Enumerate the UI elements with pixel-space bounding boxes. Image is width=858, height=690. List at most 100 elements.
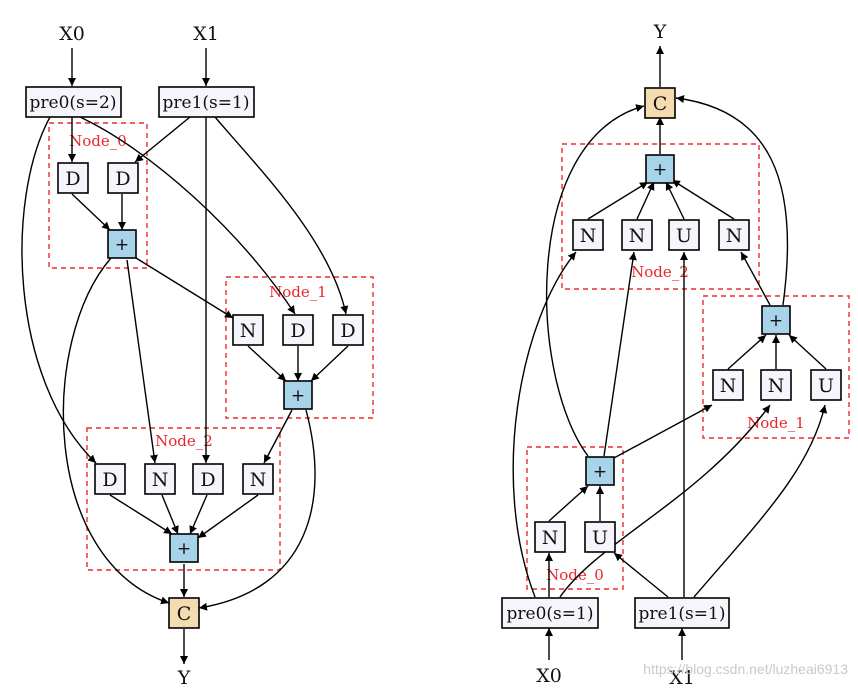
edge-n2b-plus2-r (636, 181, 655, 220)
right-n0-op-n-label: N (542, 527, 559, 549)
left-node-2-label: Node_2 (155, 432, 213, 450)
left-node-2-group (86, 427, 281, 571)
edge-pre0-d1b (79, 116, 296, 315)
right-node-2-label: Node_2 (631, 263, 689, 281)
left-pre0-box (25, 86, 122, 118)
edge-u1-plus1-r (788, 334, 827, 370)
edge-pre1-u0-r (613, 552, 669, 598)
right-pre0-box (501, 597, 599, 629)
left-n2-plus (169, 533, 199, 563)
left-n1-plus (283, 380, 313, 410)
left-concat-label: C (177, 603, 192, 625)
left-n1-op-d-b (332, 314, 364, 346)
right-n0-op-n (534, 521, 566, 553)
left-n2-op-d-b-label: D (200, 469, 215, 491)
edge-n2a-plus2 (161, 494, 179, 535)
right-node-1-group (702, 295, 850, 439)
right-n0-plus (585, 456, 615, 486)
right-node-0-group (526, 446, 624, 590)
edge-pre1-d1 (134, 116, 191, 163)
watermark-text: https://blog.csdn.net/luzheai6913 (643, 661, 848, 677)
left-pre0-label: pre0(s=2) (30, 93, 117, 113)
left-n2-plus-label: + (177, 539, 191, 559)
left-n1-op-d-b-label: D (340, 320, 355, 342)
left-n0-op-d-b (107, 162, 139, 194)
right-concat-box (644, 87, 676, 119)
right-n2-op-n-b (621, 219, 653, 251)
right-concat-label: C (653, 93, 668, 115)
left-n2-op-d-a (94, 463, 126, 495)
edge-pre0-n2a-r (512, 251, 577, 598)
edge-plus1-c (198, 409, 316, 611)
left-input-x0: X0 (59, 23, 85, 45)
left-n2-op-n-b (242, 463, 274, 495)
edge-u2-plus2-r (665, 181, 685, 220)
left-n0-plus-label: + (115, 235, 129, 255)
left-pre1-label: pre1(s=1) (163, 93, 250, 113)
edge-n2b-plus2 (197, 494, 259, 539)
left-n1-op-d-a-label: D (290, 320, 305, 342)
right-n1-op-u-label: U (818, 375, 834, 397)
right-n2-op-n-c-label: N (726, 225, 743, 247)
left-n1-plus-label: + (291, 386, 305, 406)
right-pre0-label: pre0(s=1) (507, 604, 594, 624)
left-n0-op-d-a-label: D (65, 168, 80, 190)
right-n2-op-n-c (718, 219, 750, 251)
right-cell: Node_2 Node_1 Node_0 (501, 21, 850, 689)
right-n2-op-u-label: U (676, 225, 692, 247)
left-n0-plus (107, 229, 137, 259)
right-n0-plus-label: + (593, 462, 607, 482)
left-n2-op-n-a (144, 463, 176, 495)
edge-n0-plus0-r (548, 485, 589, 522)
edge-n2a-plus2-r (587, 181, 649, 220)
left-n2-op-d-a-label: D (102, 469, 117, 491)
left-n2-op-n-a-label: N (152, 469, 169, 491)
right-output-y: Y (653, 21, 667, 43)
edge-plus1-c-r (675, 95, 789, 306)
left-node-0-label: Node_0 (69, 132, 127, 150)
right-pre1-label: pre1(s=1) (639, 604, 726, 624)
right-n1-op-u (810, 369, 842, 401)
edge-plus1-n2b (263, 409, 293, 464)
right-n1-op-n-a-label: N (720, 375, 737, 397)
right-input-x1: X1 (669, 667, 695, 689)
edge-pre0-n1b-r (559, 404, 771, 598)
edge-plus0-n2b-r (603, 251, 637, 457)
edge-n1a-plus1-r (727, 334, 767, 370)
edge-n1-plus1 (247, 345, 287, 382)
right-n1-plus (761, 305, 791, 335)
edge-pre0-d2a (21, 116, 97, 464)
right-edges (512, 46, 828, 660)
edge-plus0-c (62, 257, 170, 605)
left-cell: Node_0 Node_1 Node_2 (21, 23, 374, 689)
left-n1-op-n-label: N (240, 320, 257, 342)
edge-d1c-plus1 (310, 345, 349, 382)
left-node-0-group (48, 122, 148, 269)
right-n0-op-u-label: U (592, 527, 608, 549)
right-n1-plus-label: + (769, 311, 783, 331)
edge-plus0-c-r (546, 104, 645, 457)
left-n0-op-d-a (57, 162, 89, 194)
right-n2-op-u (668, 219, 700, 251)
edge-n2c-plus2-r (671, 179, 735, 220)
edge-d2a-plus2 (109, 494, 173, 535)
left-output-y: Y (177, 667, 191, 689)
left-n0-op-d-b-label: D (115, 168, 130, 190)
edge-plus1-n2c-r (740, 251, 771, 306)
left-edges (21, 48, 349, 664)
left-n2-op-d-b (192, 463, 224, 495)
right-n1-op-n-b-label: N (768, 375, 785, 397)
edge-pre1-u1-r (693, 404, 828, 598)
left-pre1-box (158, 86, 255, 118)
right-n2-op-n-a-label: N (580, 225, 597, 247)
edge-pre1-d1c (214, 116, 349, 315)
right-n2-plus-label: + (653, 160, 667, 180)
right-pre1-box (634, 597, 730, 629)
edge-plus0-n2a (126, 259, 158, 464)
right-n0-op-u (584, 521, 616, 553)
left-n2-op-n-b-label: N (250, 469, 267, 491)
left-n1-op-d-a (282, 314, 314, 346)
left-input-x1: X1 (193, 23, 219, 45)
edge-d0-plus0 (71, 193, 111, 231)
